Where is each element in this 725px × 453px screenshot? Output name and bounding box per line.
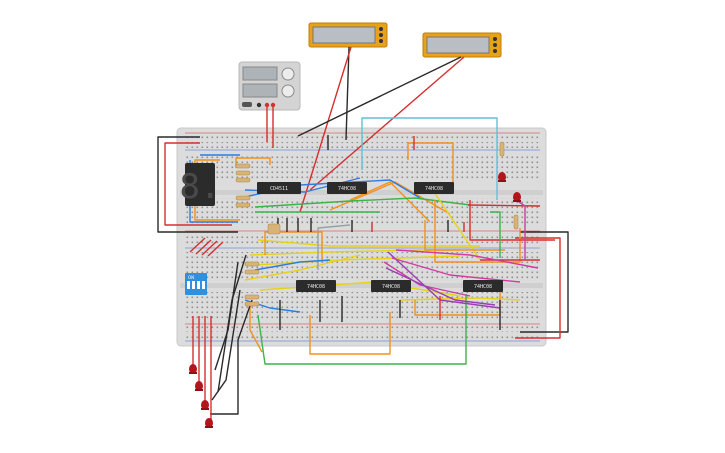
chip-u2: 74HC08	[327, 182, 367, 194]
chip-label: 74HC08	[307, 284, 325, 290]
chip-u4: 74HC08	[296, 280, 336, 292]
multimeter-right[interactable]	[422, 32, 502, 58]
rail-jumpers	[277, 135, 501, 330]
chip-u5: 74HC08	[371, 280, 411, 292]
led-4	[205, 418, 213, 428]
led-5	[498, 172, 506, 182]
seven-segment-digit: 8.	[180, 167, 221, 207]
led-3	[201, 400, 209, 410]
chip-label: 74HC08	[382, 284, 400, 290]
dip-switch[interactable]: ON	[185, 273, 207, 295]
led-6	[513, 192, 521, 202]
chip-cd4511: CD4511	[257, 182, 301, 194]
chip-u3: 74HC08	[414, 182, 454, 194]
chip-label: CD4511	[270, 186, 288, 192]
chip-label: 74HC08	[474, 284, 492, 290]
chip-label: 74HC08	[338, 186, 356, 192]
chip-label: 74HC08	[425, 186, 443, 192]
resistors	[235, 141, 519, 307]
led-2	[195, 381, 203, 391]
dip-switch-label: ON	[188, 275, 194, 280]
power-supply[interactable]	[238, 61, 301, 111]
leds	[189, 172, 521, 428]
led-1	[189, 364, 197, 374]
chip-u6: 74HC08	[463, 280, 503, 292]
multimeter-left[interactable]	[308, 22, 388, 48]
seven-segment-display: 8.	[180, 163, 221, 207]
